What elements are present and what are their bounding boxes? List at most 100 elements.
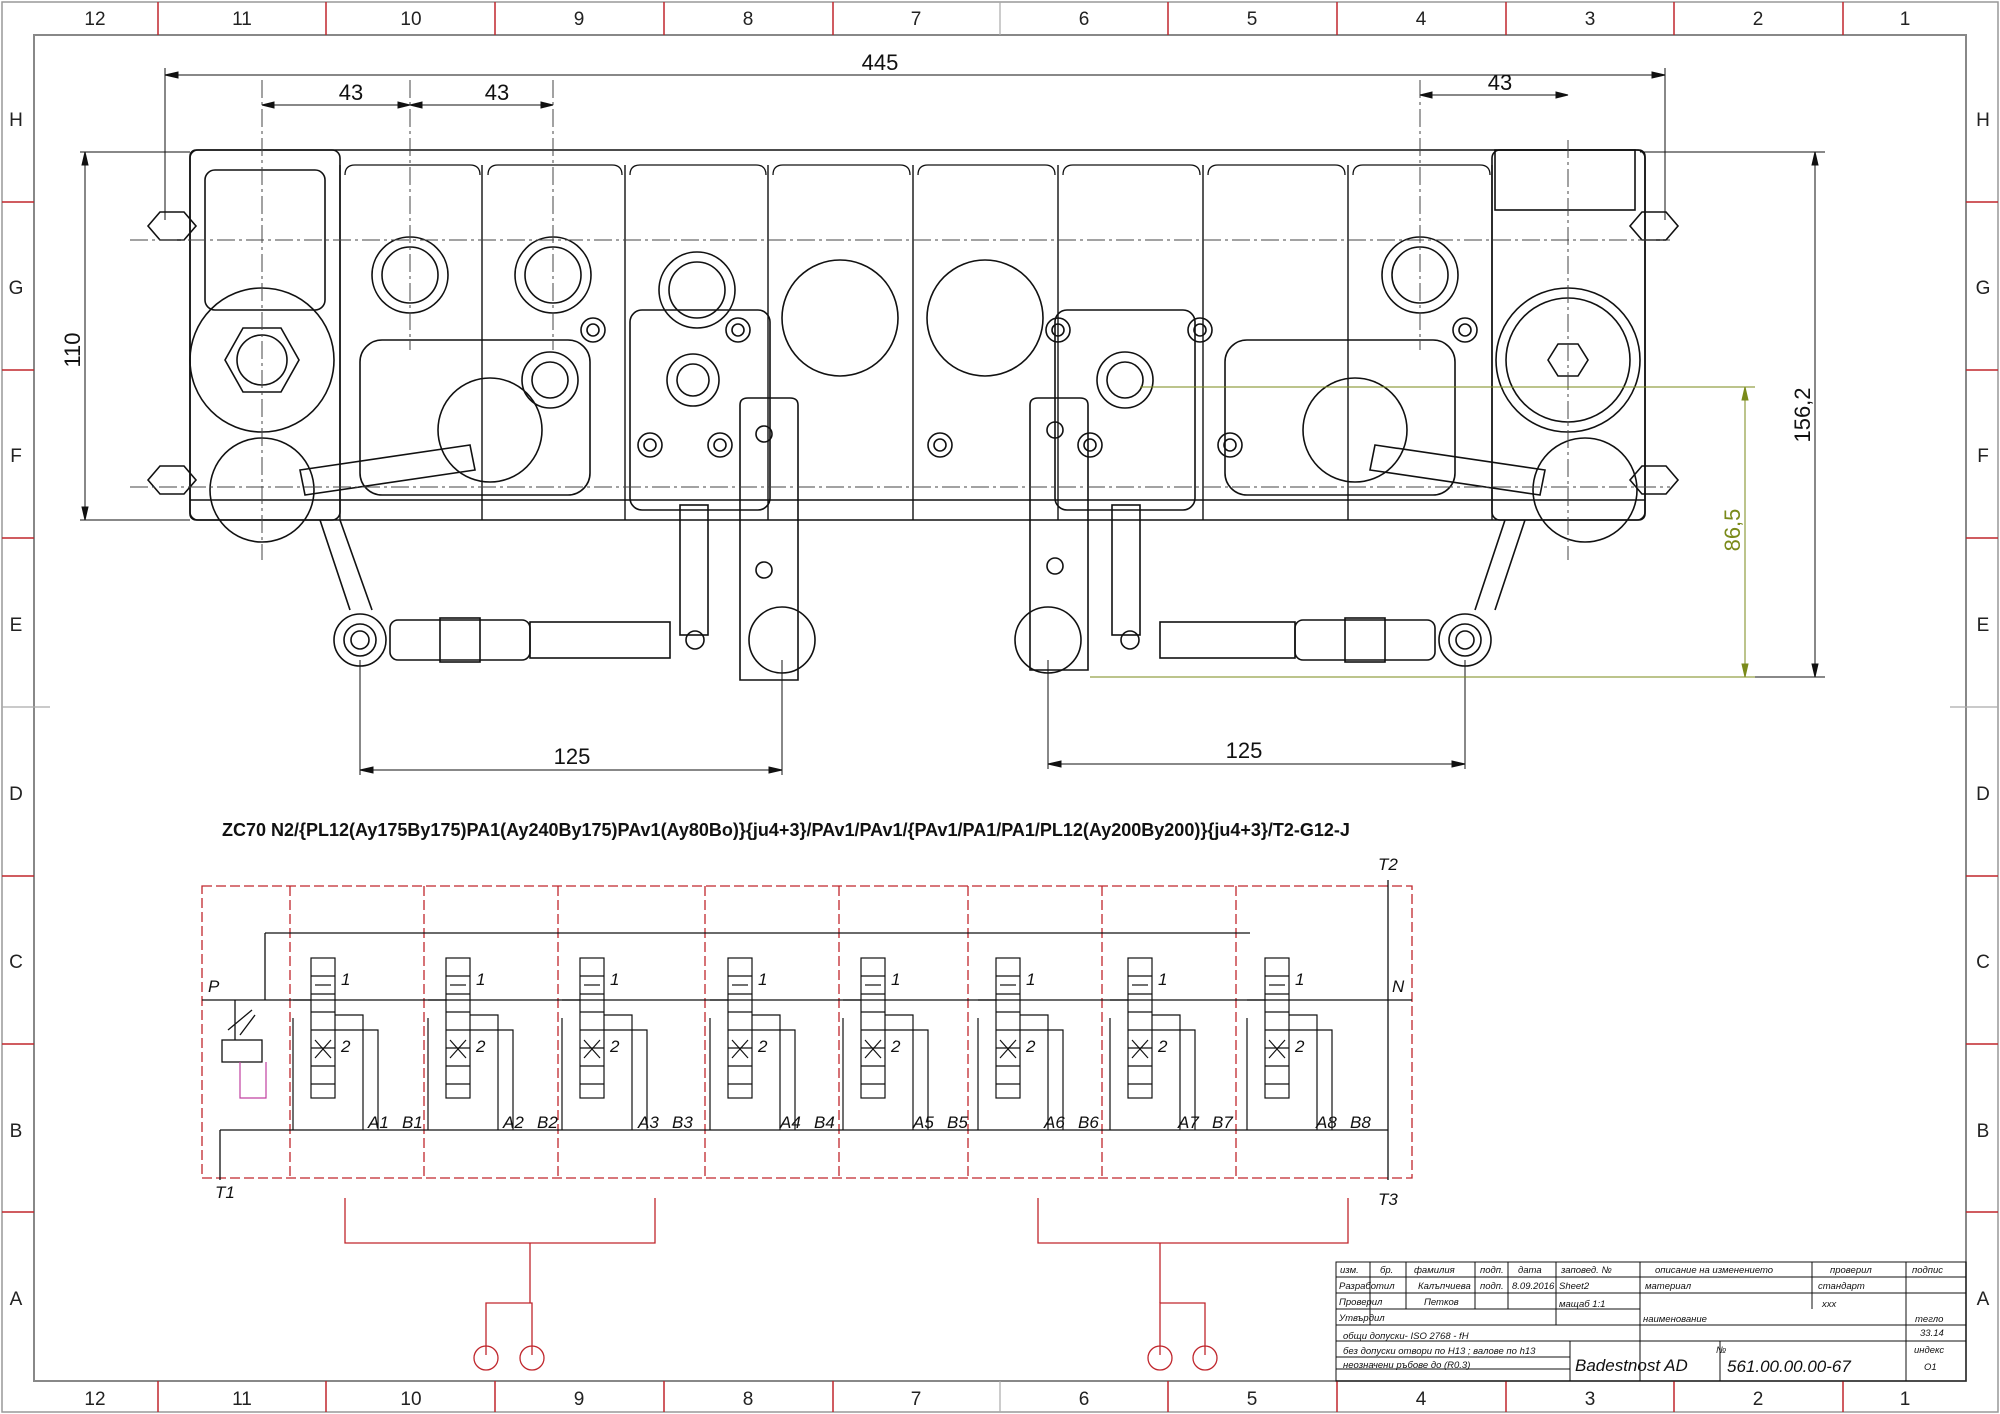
zone-4: 4: [1416, 9, 1427, 30]
zone-labels-right: H G F E D C B A: [1976, 110, 1991, 1310]
zone-7-bottom: 7: [911, 1389, 922, 1410]
tb-index-label: индекс: [1914, 1345, 1944, 1356]
title-block: [1335, 1261, 1967, 1382]
tb-number-label: №: [1716, 1345, 1726, 1356]
zone-d-left: D: [9, 784, 23, 805]
spool-valve-5: [842, 957, 929, 1130]
port-p: P: [208, 977, 220, 996]
port-a7: A7: [1177, 1113, 1199, 1132]
spool-pos-2-label: 2: [1025, 1037, 1036, 1056]
tb-tolerance-3: неозначени ръбове до (R0.3): [1343, 1360, 1470, 1371]
tb-naimenovanie-label: наименование: [1643, 1314, 1707, 1325]
port-a6: A6: [1043, 1113, 1065, 1132]
tb-h-br: бр.: [1380, 1265, 1393, 1276]
zone-2: 2: [1753, 9, 1764, 30]
valve-configuration-code: ZC70 N2/{PL12(Ay175By175)PA1(Ay240By175)…: [222, 820, 1350, 840]
spool-valve-7: [1109, 957, 1196, 1130]
dim-link-left: 125: [554, 744, 591, 769]
zone-6: 6: [1079, 9, 1090, 30]
zone-labels-bottom: 12 11 10 9 8 7 6 5 4 3 2 1: [84, 1389, 1910, 1410]
spool-pos-1-label: 1: [1295, 970, 1304, 989]
spool-valve-4: [709, 957, 796, 1130]
drawing-frame: [33, 34, 1967, 1382]
spool-pos-1-label: 1: [1158, 970, 1167, 989]
zone-8-bottom: 8: [743, 1389, 754, 1410]
dim-pitch-right: 43: [1488, 70, 1512, 95]
port-b2: B2: [537, 1113, 558, 1132]
spool-pos-2-label: 2: [890, 1037, 901, 1056]
tb-drawing-number: 561.00.00.00-67: [1727, 1357, 1851, 1376]
tb-material-label: материал: [1645, 1281, 1692, 1292]
spool-pos-1-label: 1: [476, 970, 485, 989]
zone-1: 1: [1900, 9, 1911, 30]
spool-pos-1-label: 1: [610, 970, 619, 989]
zone-12-bottom: 12: [84, 1389, 105, 1410]
dim-height-left: 110: [60, 332, 85, 367]
tb-h-podp: подп.: [1480, 1265, 1504, 1276]
spool-valve-2: [427, 957, 514, 1130]
spool-valve-6: [977, 957, 1064, 1130]
zone-10: 10: [400, 9, 421, 30]
zone-b-left: B: [10, 1121, 23, 1142]
dim-link-right: 125: [1226, 738, 1263, 763]
tb-h-zapoved: заповед. №: [1560, 1265, 1612, 1276]
zone-e-right: E: [1977, 615, 1990, 636]
zone-f-left: F: [10, 446, 22, 467]
port-b5: B5: [947, 1113, 968, 1132]
zone-d-right: D: [1976, 784, 1990, 805]
tb-proveril-label: Проверил: [1339, 1297, 1383, 1308]
tb-mashtab: мащаб 1:1: [1559, 1299, 1605, 1310]
tb-razrabotil-podp: подп.: [1480, 1281, 1504, 1292]
spool-valve-8: [1246, 957, 1333, 1130]
zone-h-right: H: [1976, 110, 1990, 131]
tb-tolerance-1: общи допуски- ISO 2768 - fH: [1343, 1331, 1469, 1342]
zone-a-left: A: [10, 1289, 23, 1310]
port-a4: A4: [779, 1113, 801, 1132]
dim-overall-width: 445: [862, 50, 899, 75]
tb-razrabotil-date: 8.09.2016: [1512, 1281, 1555, 1292]
tb-h-izm: изм.: [1340, 1265, 1359, 1276]
port-b6: B6: [1078, 1113, 1099, 1132]
valve-assembly-view: [146, 149, 1680, 681]
zone-4-bottom: 4: [1416, 1389, 1427, 1410]
zone-3: 3: [1585, 9, 1596, 30]
spool-pos-2-label: 2: [1294, 1037, 1305, 1056]
port-t1: T1: [215, 1183, 235, 1202]
tb-razrabotil-label: Разработил: [1339, 1281, 1395, 1292]
zone-c-right: C: [1976, 952, 1990, 973]
tb-index-value: O1: [1924, 1362, 1937, 1373]
zone-g-left: G: [9, 278, 24, 299]
port-a8: A8: [1315, 1113, 1337, 1132]
zone-6-bottom: 6: [1079, 1389, 1090, 1410]
zone-g-right: G: [1976, 278, 1991, 299]
tb-standart-label: стандарт: [1818, 1281, 1865, 1292]
tb-company: Badestnost AD: [1575, 1356, 1688, 1375]
tb-h-proveril: проверил: [1830, 1265, 1872, 1276]
hydraulic-schematic: [201, 880, 1413, 1371]
tb-h-familia: фамилия: [1414, 1265, 1455, 1276]
spool-pos-2-label: 2: [1157, 1037, 1168, 1056]
port-a5: A5: [912, 1113, 934, 1132]
spool-pos-1-label: 1: [1026, 970, 1035, 989]
tb-utvardil-label: Утвърдил: [1338, 1313, 1385, 1324]
port-a1: A1: [367, 1113, 389, 1132]
zone-h-left: H: [9, 110, 23, 131]
zone-1-bottom: 1: [1900, 1389, 1911, 1410]
zone-7: 7: [911, 9, 922, 30]
zone-5-bottom: 5: [1247, 1389, 1258, 1410]
tb-h-data: дата: [1518, 1265, 1542, 1276]
spool-pos-2-label: 2: [340, 1037, 351, 1056]
spool-pos-1-label: 1: [758, 970, 767, 989]
spool-pos-1-label: 1: [341, 970, 350, 989]
dim-pitch-1: 43: [339, 80, 363, 105]
port-t3: T3: [1378, 1190, 1398, 1209]
port-b8: B8: [1350, 1113, 1371, 1132]
spool-pos-2-label: 2: [609, 1037, 620, 1056]
zone-9: 9: [574, 9, 585, 30]
dim-pitch-2: 43: [485, 80, 509, 105]
zone-12: 12: [84, 9, 105, 30]
zone-e-left: E: [10, 615, 23, 636]
tb-proveril-name: Петков: [1424, 1297, 1459, 1308]
zone-labels-top: 12 11 10 9 8 7 6 5 4 3 2 1: [84, 9, 1910, 30]
spool-pos-2-label: 2: [475, 1037, 486, 1056]
